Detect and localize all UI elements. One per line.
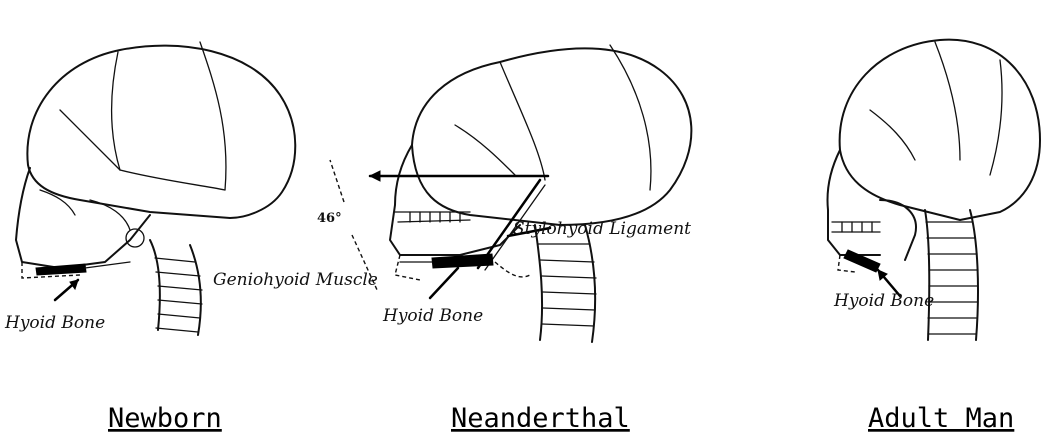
adult-hyoid (844, 250, 880, 272)
neanderthal-illustration (330, 45, 691, 342)
adult-cervical-spine (925, 210, 978, 340)
neanderthal-hyoid-arrow (430, 268, 458, 298)
angle-guide (330, 160, 344, 202)
neanderthal-cervical-spine (535, 225, 596, 342)
geniohyoid-label: Geniohyoid Muscle (213, 270, 378, 290)
newborn-illustration (16, 42, 295, 335)
adult-cranium (840, 40, 1040, 220)
stylohyoid-label: Stylohyoid Ligament (513, 219, 691, 239)
newborn-hyoid-label: Hyoid Bone (4, 313, 105, 333)
adult-hyoid-label: Hyoid Bone (833, 291, 934, 311)
neanderthal-caption: Neanderthal (451, 403, 630, 434)
neanderthal-hyoid-label: Hyoid Bone (382, 306, 483, 326)
neanderthal-cranium (412, 48, 691, 225)
neanderthal-hyoid (432, 254, 493, 268)
newborn-cervical-spine (150, 240, 202, 335)
adult-caption: Adult Man (868, 403, 1014, 434)
newborn-cranium (27, 46, 295, 218)
newborn-caption: Newborn (108, 403, 222, 434)
angle-label: 46° (317, 211, 342, 226)
